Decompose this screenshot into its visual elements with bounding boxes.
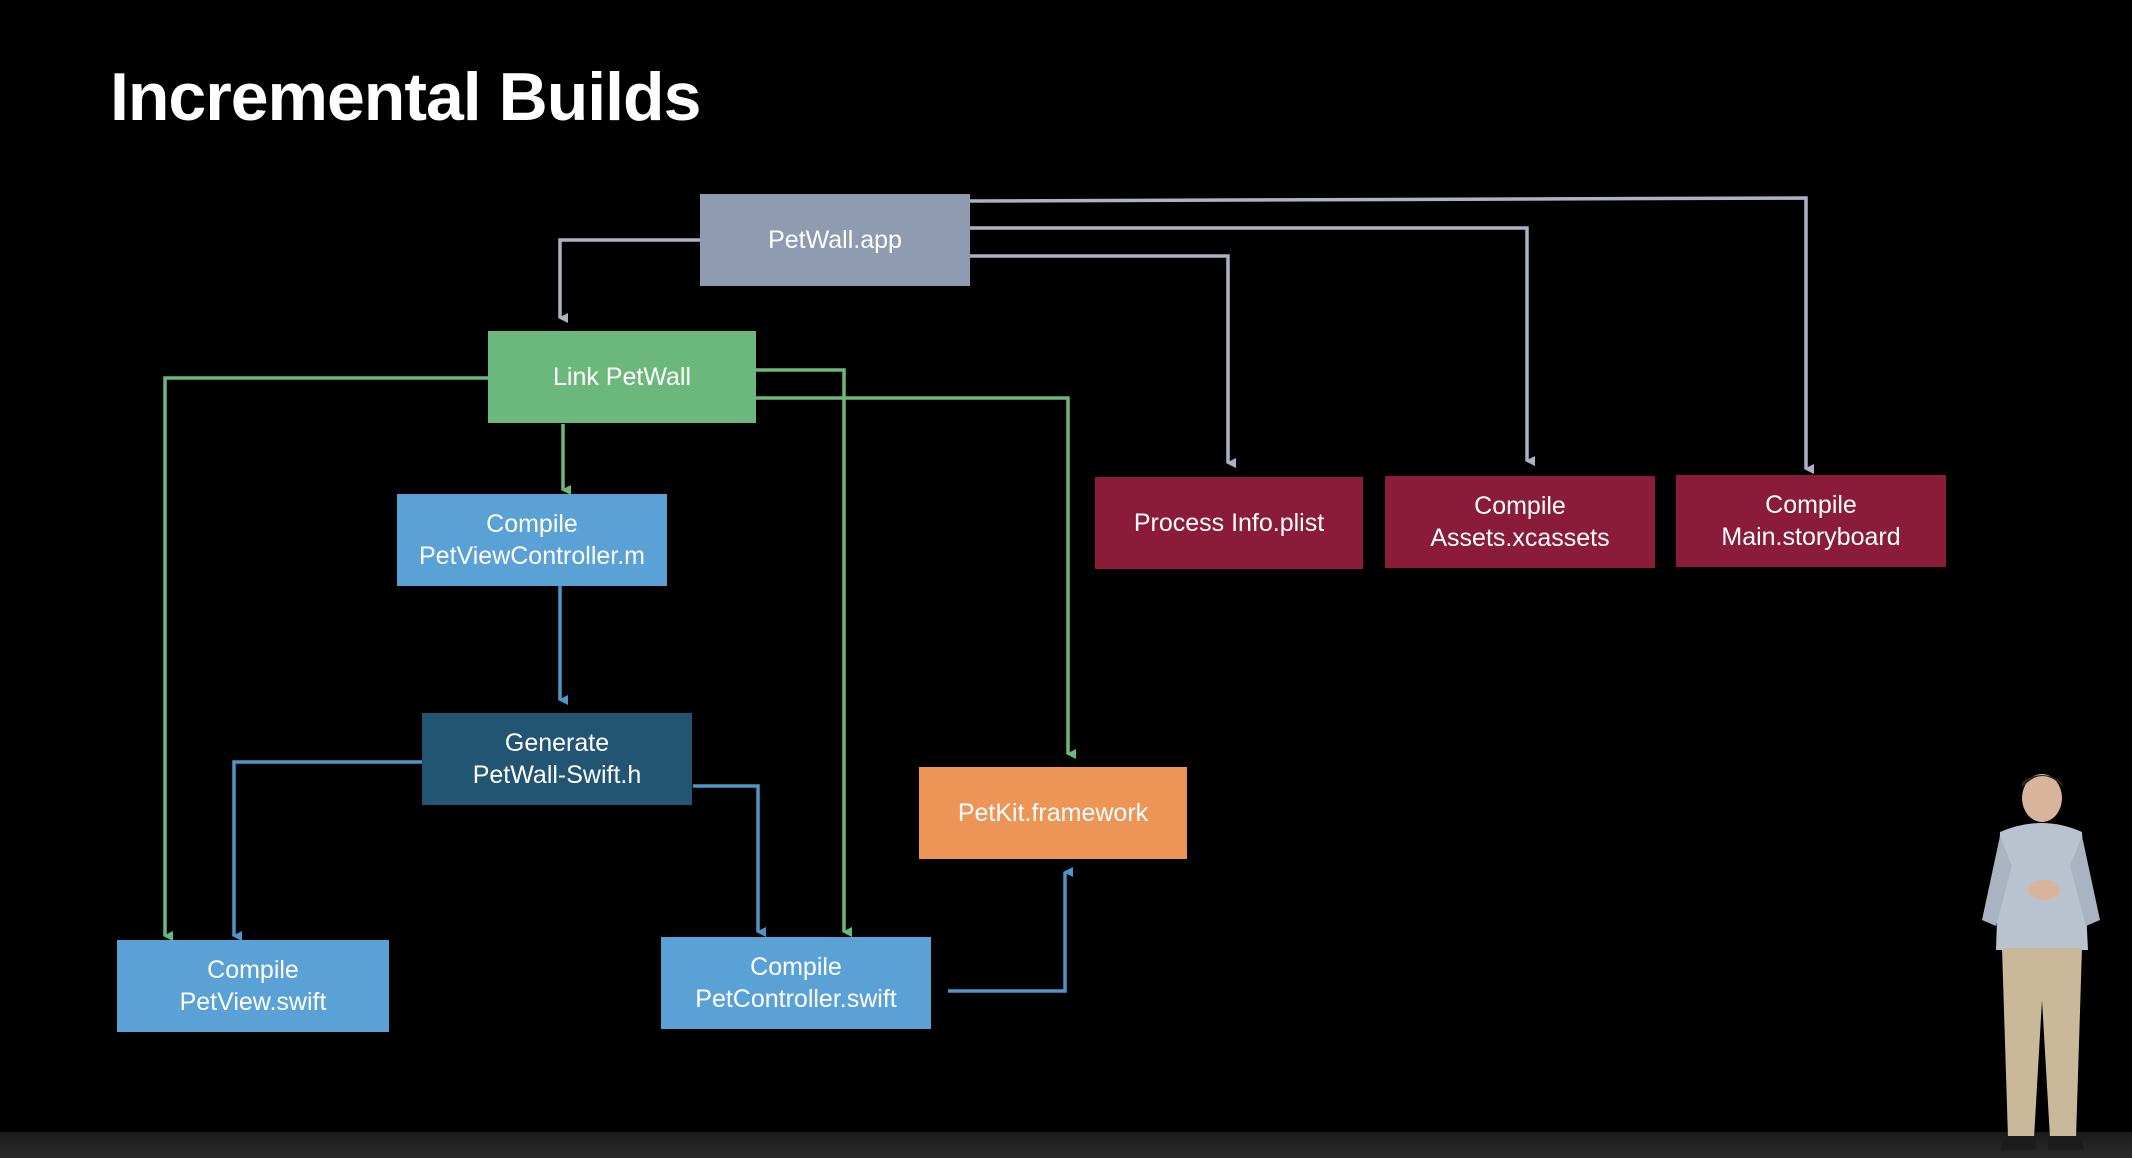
- node-generate-header: Generate PetWall-Swift.h: [422, 713, 692, 805]
- node-label-line1: Compile: [750, 953, 842, 981]
- node-compile-petviewcontroller: Compile PetViewController.m: [397, 494, 667, 586]
- node-petkit-framework: PetKit.framework: [919, 767, 1187, 859]
- edge-petcontroller-to-petkit: [948, 867, 1073, 993]
- node-label: PetWall.app: [768, 226, 902, 254]
- node-label-line1: Generate: [504, 729, 610, 757]
- node-label-line1: Compile: [486, 510, 578, 538]
- edge-generate-to-petcontroller: [693, 784, 766, 937]
- edge-app-to-link: [558, 238, 700, 323]
- node-label-line1: Compile: [1765, 491, 1857, 519]
- edge-link-to-petkit: [756, 396, 1076, 759]
- edge-app-to-storyboard: [969, 196, 1814, 474]
- node-petwall-app: PetWall.app: [700, 194, 970, 286]
- node-label-line2: PetView.swift: [179, 988, 327, 1016]
- node-compile-petview: Compile PetView.swift: [117, 940, 389, 1032]
- edge-link-to-petview: [163, 376, 488, 941]
- compile-edges: [232, 586, 1073, 993]
- node-label-line1: Compile: [207, 956, 299, 984]
- node-label-line1: Compile: [1474, 492, 1566, 520]
- node-label-line2: PetController.swift: [695, 985, 897, 1013]
- edge-link-to-petcontroller: [756, 368, 852, 937]
- node-label-line2: PetViewController.m: [418, 542, 646, 570]
- stage-floor: [0, 1132, 2132, 1158]
- slide-title: Incremental Builds: [110, 59, 701, 135]
- node-compile-petcontroller: Compile PetController.swift: [661, 937, 931, 1029]
- node-link-petwall: Link PetWall: [488, 331, 756, 423]
- node-compile-assets: Compile Assets.xcassets: [1385, 476, 1655, 568]
- edge-app-to-infoplist: [970, 254, 1236, 468]
- app-edges: [558, 196, 1814, 474]
- node-label: PetKit.framework: [957, 799, 1149, 827]
- node-process-infoplist: Process Info.plist: [1095, 477, 1363, 569]
- link-edges: [163, 368, 1076, 941]
- node-compile-storyboard: Compile Main.storyboard: [1676, 475, 1946, 567]
- node-label-line2: Assets.xcassets: [1430, 524, 1610, 552]
- node-label-line2: Main.storyboard: [1721, 523, 1901, 551]
- edge-generate-to-petview: [232, 760, 422, 941]
- node-label: Link PetWall: [552, 363, 691, 391]
- edge-app-to-assets: [970, 226, 1535, 466]
- node-label-line2: PetWall-Swift.h: [472, 761, 642, 789]
- node-label: Process Info.plist: [1133, 509, 1325, 537]
- presenter-figure: [1982, 774, 2100, 1150]
